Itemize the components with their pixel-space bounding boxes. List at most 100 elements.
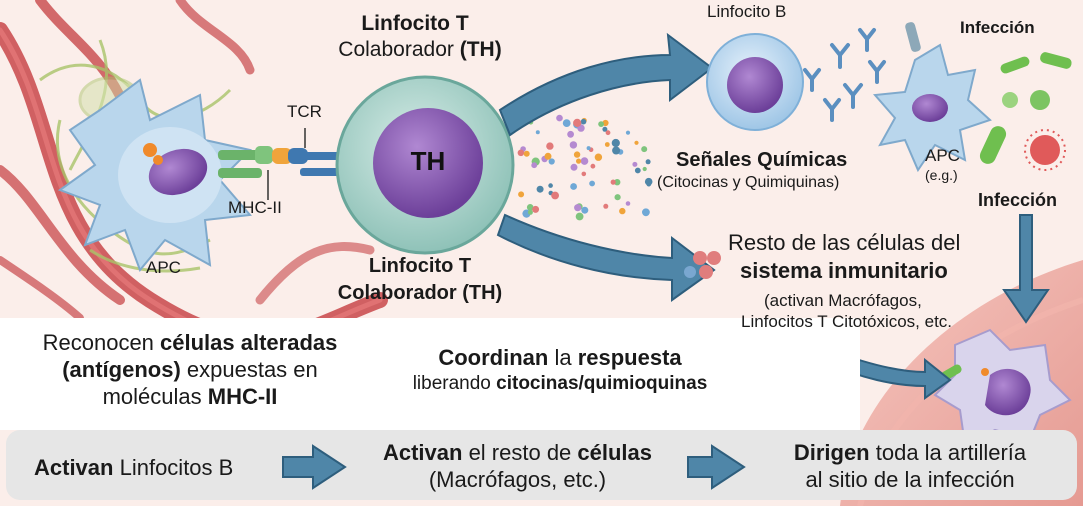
cytokine-dot bbox=[625, 201, 631, 206]
th-title-line2-normal: Colaborador bbox=[338, 38, 460, 61]
cytokine-dot bbox=[531, 162, 538, 169]
cytokine-dot bbox=[642, 208, 650, 217]
left-desc-line2-normal: expuestas en bbox=[180, 357, 318, 382]
cytokine-dot bbox=[634, 167, 641, 174]
cytokine-dot bbox=[548, 158, 555, 165]
left-desc-line1: Reconocen células alteradas bbox=[0, 330, 380, 355]
bottom-bar bbox=[6, 430, 1077, 500]
th-title-line2-bold: (TH) bbox=[459, 38, 502, 61]
cytokine-dot bbox=[581, 206, 589, 214]
cytokine-dot bbox=[556, 114, 563, 122]
step2-line2: (Macrófagos, etc.) bbox=[428, 467, 607, 492]
cytokine-dot bbox=[548, 183, 553, 188]
th-cell bbox=[335, 75, 515, 255]
center-desc-la: la bbox=[548, 345, 578, 370]
macrophage bbox=[933, 328, 1072, 447]
cytokine-dot bbox=[570, 163, 578, 171]
step1-normal: Linfocitos B bbox=[113, 455, 234, 480]
cytokine-dot bbox=[580, 118, 587, 125]
cytokine-dot bbox=[586, 146, 591, 151]
cytokine-dot bbox=[576, 158, 582, 164]
cytokine-dot bbox=[598, 121, 604, 127]
th-title-line1: Linfocito T bbox=[361, 12, 469, 35]
cytokine-dot bbox=[641, 146, 648, 153]
cytokine-dot bbox=[603, 203, 609, 209]
cytokine-dot bbox=[614, 179, 621, 186]
cytokine-dot bbox=[518, 191, 525, 198]
step2-normal: el resto de bbox=[462, 440, 578, 465]
apc-dendritic-cell bbox=[57, 78, 252, 272]
cytokine-dot bbox=[632, 161, 638, 167]
cell-cluster bbox=[684, 251, 721, 279]
mhc-label: MHC-II bbox=[228, 198, 282, 217]
cytokine-dot bbox=[645, 159, 651, 165]
rest-line3: (activan Macrófagos, bbox=[764, 291, 922, 310]
left-desc-line3: moléculas MHC-II bbox=[0, 384, 380, 409]
left-desc-line3-normal: moléculas bbox=[102, 384, 208, 409]
mhc-tcr-complex bbox=[218, 128, 348, 200]
rest-line4: Linfocitos T Citotóxicos, etc. bbox=[741, 312, 953, 331]
cytokine-dot bbox=[544, 152, 552, 160]
cytokine-dot bbox=[646, 181, 652, 187]
cytokine-dot bbox=[517, 149, 525, 157]
left-desc-line2: (antígenos) expuestas en bbox=[0, 357, 380, 382]
left-desc-line2-bold: (antígenos) bbox=[62, 357, 181, 382]
infection-right-label: Infección bbox=[978, 190, 1058, 210]
cytokine-dot bbox=[532, 205, 540, 213]
cytokine-dot bbox=[605, 130, 611, 136]
apc-right bbox=[872, 22, 992, 173]
cytokine-dot bbox=[551, 191, 559, 200]
cytokine-dot bbox=[614, 194, 621, 201]
th-arrows bbox=[496, 32, 716, 302]
cytokine-dot bbox=[594, 153, 603, 161]
center-desc-line1: Coordinan la respuesta bbox=[370, 345, 750, 370]
left-desc-line1-normal: Reconocen bbox=[42, 330, 161, 355]
step2-bold-b: células bbox=[577, 440, 653, 465]
center-desc-respuesta: respuesta bbox=[577, 345, 682, 370]
cytokine-dots bbox=[517, 114, 653, 221]
apc-right-sublabel: (e.g.) bbox=[925, 167, 958, 183]
center-desc-line2: liberando citocinas/quimioquinas bbox=[360, 373, 760, 395]
cytokine-dot bbox=[570, 183, 577, 190]
cytokine-dot bbox=[610, 179, 616, 185]
bottom-arrow-1 bbox=[282, 444, 347, 490]
apc-label: APC bbox=[146, 258, 181, 277]
th-bottom-line2: Colaborador (TH) bbox=[337, 282, 503, 304]
cytokine-dot bbox=[535, 130, 540, 135]
cytokine-dot bbox=[562, 119, 571, 127]
step1-text: Activan Linfocitos B bbox=[34, 455, 233, 480]
cytokine-dot bbox=[575, 212, 584, 221]
step3-normal: toda la artillería bbox=[869, 440, 1027, 465]
cytokine-dot bbox=[526, 204, 534, 211]
cytokine-dot bbox=[581, 171, 587, 177]
step3-bold: Dirigen bbox=[793, 440, 870, 465]
step2-bold-a: Activan bbox=[382, 440, 463, 465]
th-cell-label: TH bbox=[410, 146, 446, 176]
cytokine-dot bbox=[611, 138, 620, 148]
cytokine-dot bbox=[634, 140, 639, 145]
cytokine-dot bbox=[602, 126, 608, 132]
step1-bold: Activan bbox=[34, 455, 114, 480]
cytokine-dot bbox=[642, 166, 647, 172]
cytokine-dot bbox=[589, 180, 595, 187]
infection-top-label: Infección bbox=[960, 18, 1035, 37]
bottom-arrow-2 bbox=[687, 444, 746, 490]
cytokine-dot bbox=[574, 204, 582, 212]
th-title-line2: Colaborador (TH) bbox=[300, 38, 540, 62]
signals-title: Señales Químicas bbox=[676, 149, 848, 171]
b-cell bbox=[706, 33, 804, 131]
cytokine-dot bbox=[567, 130, 574, 138]
cytokine-dot bbox=[625, 130, 631, 135]
step2-line1: Activan el resto de células bbox=[345, 440, 690, 465]
b-cell-label: Linfocito B bbox=[707, 2, 787, 21]
cytokine-dot bbox=[612, 146, 621, 155]
cytokine-dot bbox=[604, 142, 610, 147]
rest-line1: Resto de las células del bbox=[728, 230, 961, 255]
antibodies bbox=[803, 28, 886, 122]
step3-line1: Dirigen toda la artillería bbox=[745, 440, 1075, 465]
apc-right-label: APC bbox=[925, 146, 960, 165]
step3-line2: al sitio de la infección bbox=[805, 467, 1015, 492]
